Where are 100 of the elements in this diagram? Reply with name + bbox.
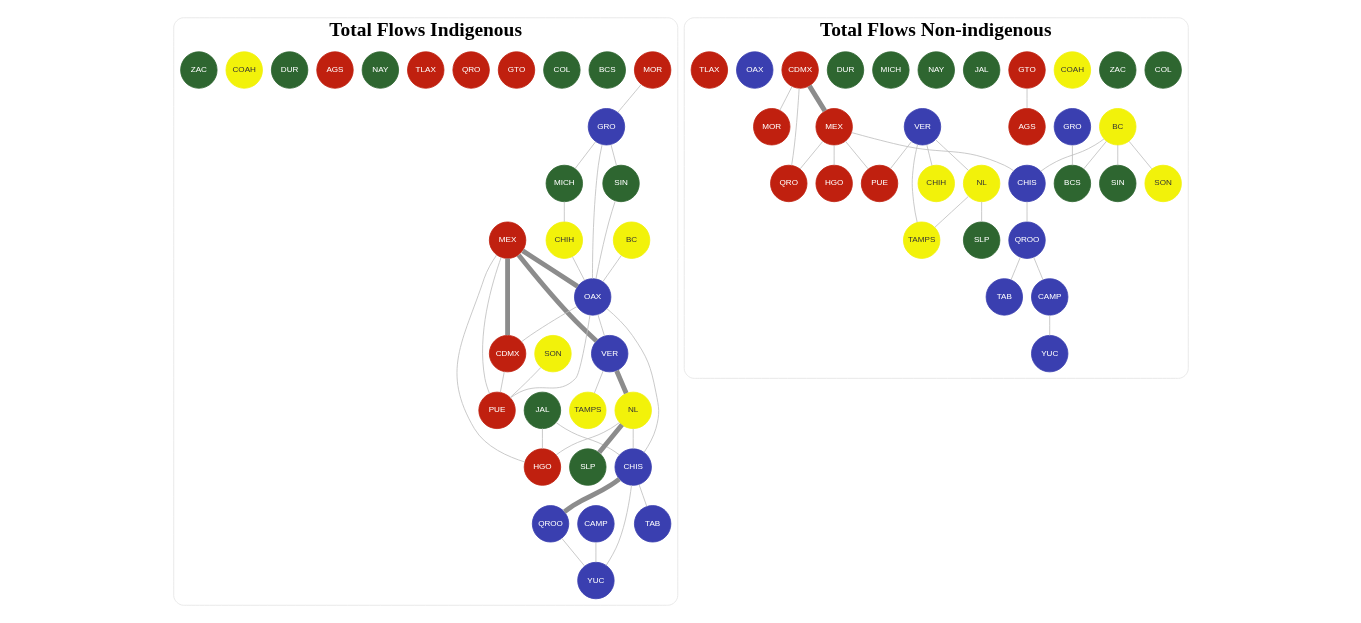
node-circle: BCS [1053,164,1091,203]
connector [980,201,982,223]
node-circle: AGS [1007,108,1046,146]
connector [933,196,969,228]
connector [806,84,827,113]
node-circle: SIN [1098,164,1136,203]
node-circle: COL [542,51,580,89]
node-circle: MOR [752,108,790,146]
node-circle: MEX [488,221,526,259]
connector [509,367,541,398]
connector [799,140,823,170]
node-circle: VER [590,335,628,373]
node-circle: SLP [568,448,606,486]
connector [520,306,577,343]
connector [606,308,659,453]
connector [593,370,604,394]
node-circle: NAY [361,51,399,89]
node-circle: PUE [477,391,516,429]
node-circle: TLAX [690,51,728,89]
node-circle: TAB [985,278,1023,316]
connector [541,428,543,450]
node-circle: HGO [523,448,561,486]
connector [911,144,918,223]
node-circle: COL [1144,51,1182,89]
node-circle: BC [1098,108,1136,146]
connector [571,256,585,281]
connector [779,86,792,111]
node-circle: TLAX [406,51,444,89]
node-circle: BCS [588,51,626,89]
connector [563,201,565,223]
connector [638,484,647,507]
node-circle: SON [533,335,572,373]
node-circle: SON [1144,164,1182,203]
node-circle: CDMX [488,335,526,373]
node-circle: CDMX [781,51,819,89]
node-circle: GTO [1007,51,1046,89]
node-circle: NL [614,391,652,429]
node-circle: CHIS [614,448,652,486]
connector [1039,138,1104,172]
node-circle: COAH [225,51,263,89]
connector [610,144,617,167]
node-circle: DUR [270,51,308,89]
node-circle: JAL [962,51,1000,89]
connector [790,87,800,166]
node-circle: CHIH [917,164,955,203]
connector [1010,256,1021,281]
connector [925,144,932,167]
connector [499,371,505,393]
connector [481,256,502,395]
connector [562,477,621,514]
node-circle: BC [612,221,650,259]
connector [613,369,628,395]
connector [595,541,596,563]
node-circle: TAMPS [568,391,606,429]
connector [591,144,603,280]
connector [520,248,579,289]
connector [605,485,632,566]
connector [1071,144,1073,166]
node-circle: MOR [633,51,671,89]
connector [632,428,634,450]
node-circle: SIN [601,164,640,203]
node-circle: QROO [531,505,569,543]
node-circle: QRO [769,164,807,203]
node-circle: CAMP [1030,278,1068,316]
node-circle: VER [903,108,941,146]
node-circle: QRO [452,51,490,89]
node-circle: MICH [545,164,583,203]
connector [596,423,624,454]
node-circle: CHIH [545,221,583,259]
node-circle: PUE [860,164,898,203]
connector [1048,314,1050,336]
node-circle: MICH [871,51,909,89]
connector [617,84,642,113]
connector [504,258,510,336]
connector [560,537,585,567]
connector [555,422,620,456]
node-circle: TAMPS [902,221,940,259]
node-circle: YUC [1030,335,1068,373]
node-circle: COAH [1053,51,1091,89]
node-circle: NAY [917,51,955,89]
node-circle: OAX [573,278,611,316]
node-circle: DUR [826,51,864,89]
node-circle: QROO [1007,221,1046,259]
node-circle: ZAC [179,51,217,89]
connector [574,141,596,169]
node-circle: MEX [815,108,853,146]
connector [850,132,1014,172]
connector [596,314,605,337]
node-circle: ZAC [1098,51,1136,89]
connector [844,140,869,170]
node-circle: GRO [587,108,625,146]
node-circle: CHIS [1007,164,1046,203]
connector [934,139,969,171]
connector [595,200,616,280]
node-circle: AGS [315,51,354,89]
connector [1032,256,1043,281]
node-circle: SLP [962,221,1000,259]
node-circle: GRO [1053,108,1091,146]
node-circle: GTO [497,51,535,89]
connector [889,141,912,169]
